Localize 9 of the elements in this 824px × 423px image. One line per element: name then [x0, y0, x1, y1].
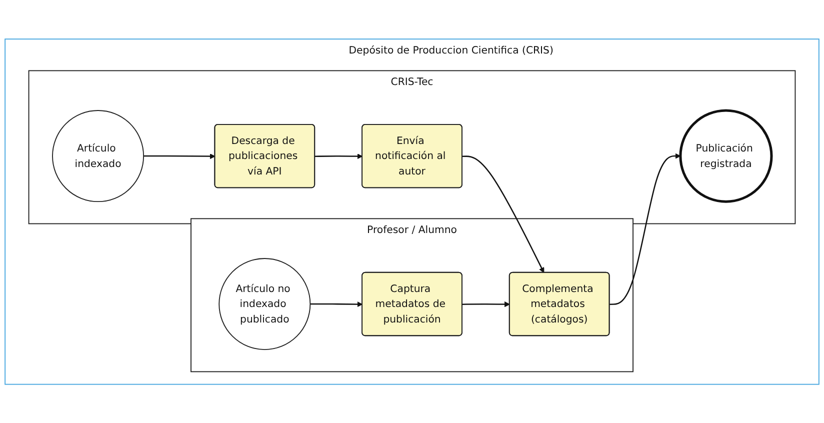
node-circle: Publicación registrada: [679, 109, 773, 203]
node-circle: Artículo indexado: [52, 110, 144, 202]
arrow: [310, 301, 363, 307]
arrow: [144, 153, 216, 159]
arrow: [462, 155, 544, 273]
arrow: [610, 153, 681, 305]
node-circle: Artículo no indexado publicado: [218, 258, 311, 350]
arrow: [462, 301, 510, 307]
arrow: [314, 153, 363, 159]
